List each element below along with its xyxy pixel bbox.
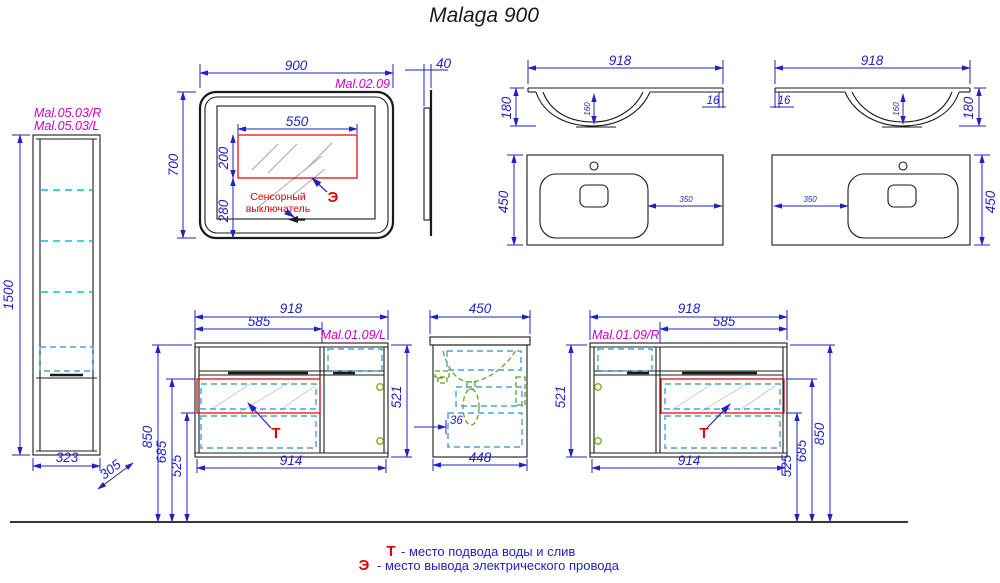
mirror-article-label: Mal.02.09: [335, 77, 390, 91]
sensor-switch-note-line1: Сенсорный: [250, 191, 306, 203]
inner-drawer-outline: [39, 346, 94, 372]
basin-profile-outline: [442, 349, 517, 383]
legend-electric-symbol: Э: [359, 557, 370, 574]
sheet-title: Malaga 900: [429, 4, 539, 27]
dim-height-total: 850: [812, 422, 827, 445]
hinge-mark: [376, 383, 384, 391]
vanity-left-label: Mal.01.09/L: [321, 328, 386, 342]
dim-body-width: 914: [280, 453, 303, 468]
siphon-trap-outline: [462, 388, 480, 426]
dim-drawer-zone-width: 585: [713, 314, 736, 329]
vanity-right-label: Mal.01.09/R: [592, 328, 659, 342]
dim-mirror-thickness: 40: [436, 56, 452, 71]
dim-basin-width: 918: [609, 53, 632, 68]
dim-cabinet-height: 1500: [1, 279, 16, 310]
washbasin-right-plan-view: 450 350: [771, 154, 998, 246]
vanity-left-front-view: 918 585 Mal.01.09/L Т 850 685 525: [140, 301, 412, 523]
faucet-hole: [589, 161, 599, 171]
dim-body-depth: 448: [469, 450, 492, 465]
legend-electric-text: - место вывода электрического провода: [377, 558, 620, 573]
tall-cabinet-label-right: Mal.05.03/R: [34, 106, 101, 120]
dim-basin-depth: 450: [496, 190, 511, 213]
washbasin-left-front-view: 918 180 160 16: [499, 53, 726, 128]
dim-edge-thickness: 16: [707, 95, 720, 107]
dim-bowl-depth: 160: [583, 102, 592, 116]
inner-shelf-outline: [597, 348, 653, 372]
legend: Т - место подвода воды и слив Э - место …: [359, 543, 620, 574]
dim-basin-width: 918: [861, 53, 884, 68]
dim-body-width: 914: [678, 453, 701, 468]
drain-hole: [579, 184, 609, 208]
dim-body-height: 521: [553, 386, 568, 409]
dim-height-drain: 685: [794, 439, 809, 462]
dim-lamp-offset: 280: [216, 199, 231, 223]
dim-gap: 36: [450, 415, 463, 427]
dim-height-bottom: 525: [779, 454, 794, 477]
tall-cabinet-view: Mal.05.03/R Mal.05.03/L 1500 323 305: [1, 106, 134, 490]
dim-mirror-height: 700: [166, 153, 181, 176]
sensor-switch-icon: [288, 216, 298, 223]
faucet-hole: [898, 161, 908, 171]
dim-height-drain: 685: [154, 440, 169, 463]
hinge-mark: [376, 437, 384, 445]
legend-water-text: - место подвода воды и слив: [401, 544, 575, 559]
vanity-right-front-view: 918 585 Mal.01.09/R Т 521 850 6: [553, 301, 835, 523]
mirror-side-view: 40: [405, 56, 452, 236]
dim-basin-height: 180: [961, 96, 976, 119]
water-mark: Т: [271, 425, 280, 442]
dim-vanity-width: 918: [678, 301, 701, 316]
dim-mirror-width: 900: [285, 58, 308, 73]
vanity-side-view: 450 36 448: [414, 301, 531, 471]
inner-drawer-outline: [447, 412, 523, 448]
dim-basin-height: 180: [499, 96, 514, 119]
electric-outlet-mark: Э: [328, 189, 339, 206]
dim-drawer-zone-width: 585: [248, 314, 271, 329]
mirror-front-view: 900 700 Mal.02.09 550 200 280 Сенсорный …: [166, 58, 395, 240]
dim-height-total: 850: [140, 425, 155, 448]
dim-body-height: 521: [389, 386, 404, 409]
water-supply-zone: [196, 378, 321, 414]
washbasin-right-front-view: 918 16 160 180: [770, 53, 986, 128]
legend-water-symbol: Т: [386, 543, 395, 560]
dim-basin-depth: 450: [983, 190, 998, 213]
dim-edge-thickness: 16: [778, 95, 791, 107]
inner-drawer-outline: [455, 386, 523, 407]
dim-top-depth: 450: [469, 301, 492, 316]
hinge-mark: [594, 383, 602, 391]
inner-drawer-outline: [200, 383, 317, 410]
dim-cabinet-width: 323: [56, 450, 79, 465]
water-mark: Т: [699, 425, 708, 442]
dim-lamp-height: 200: [216, 146, 231, 170]
inner-drawer-outline: [664, 383, 781, 410]
sensor-switch-note-line2: выключатель: [246, 203, 311, 215]
hinge-mark: [594, 437, 602, 445]
dim-vanity-width: 918: [280, 301, 303, 316]
inner-shelf-outline: [327, 348, 383, 372]
dim-bowl-offset: 350: [803, 195, 817, 204]
mirror-lamp-zone: [237, 134, 358, 179]
dim-lamp-width: 550: [286, 114, 309, 129]
dim-bowl-depth: 160: [892, 102, 901, 116]
tall-cabinet-label-left: Mal.05.03/L: [34, 119, 99, 133]
inner-drawer-outline: [664, 415, 781, 449]
washbasin-left-plan-view: 450 350: [496, 154, 724, 246]
dim-cabinet-depth: 305: [97, 456, 124, 482]
dim-height-bottom: 525: [169, 454, 184, 477]
inner-drawer-outline: [200, 415, 317, 449]
drain-hole: [887, 184, 917, 208]
inner-drawer-outline: [446, 350, 522, 371]
dim-bowl-offset: 350: [679, 195, 693, 204]
